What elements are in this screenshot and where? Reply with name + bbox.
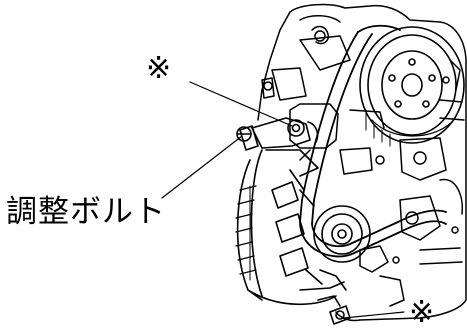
alternator xyxy=(236,150,346,304)
adjust-bolt-label: 調整ボルト xyxy=(6,194,166,230)
alternator-pulley xyxy=(314,206,370,262)
drive-belt xyxy=(300,26,446,257)
leader-lines xyxy=(162,82,404,318)
leader-note-top xyxy=(190,82,292,126)
adjust-bolt-head xyxy=(237,127,251,141)
lower-mount-bolt xyxy=(318,296,350,324)
compressor-pulley xyxy=(360,27,464,146)
note-mark-top: ※ xyxy=(146,51,172,86)
leader-note-bottom xyxy=(344,312,404,318)
upper-mount-bolt xyxy=(288,120,304,136)
leader-adjust-bolt xyxy=(162,136,242,198)
note-mark-bottom: ※ xyxy=(409,295,435,330)
